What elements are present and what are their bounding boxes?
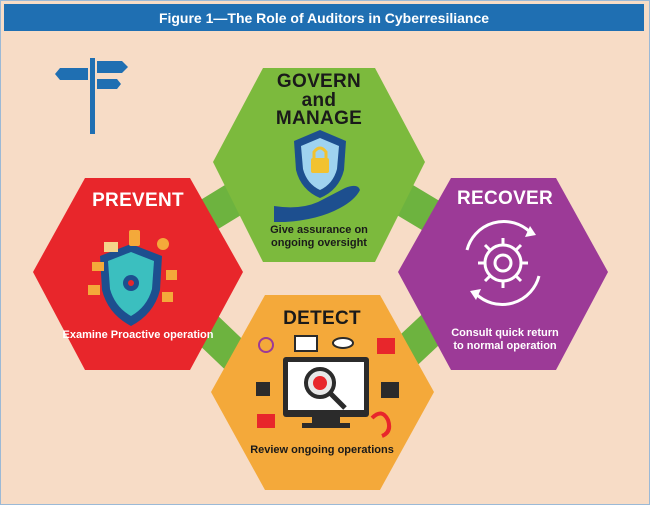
shield-icon	[88, 230, 177, 326]
govern-caption-line1: Give assurance on	[270, 224, 368, 236]
monitor-magnifier-icon	[256, 335, 399, 438]
recover-caption-line2: to normal operation	[453, 340, 557, 352]
govern-title-line3: MANAGE	[275, 108, 363, 129]
figure-title: Figure 1—The Role of Auditors in Cyberre…	[4, 4, 644, 31]
recover-caption-line1: Consult quick return	[451, 327, 559, 339]
govern-caption-line2: ongoing oversight	[271, 237, 367, 249]
prevent-caption: Examine Proactive operation	[62, 329, 214, 341]
signpost-icon	[55, 58, 128, 134]
gear-cycle-icon	[465, 220, 541, 306]
recover-hexagon	[398, 178, 608, 370]
govern-title-line1: GOVERN	[276, 71, 362, 92]
recover-title: RECOVER	[456, 188, 554, 209]
shield-lock-hand-icon	[274, 130, 360, 222]
govern-title-line2: and	[301, 90, 337, 111]
prevent-title: PREVENT	[92, 190, 184, 211]
detect-caption: Review ongoing operations	[250, 444, 394, 456]
detect-title: DETECT	[283, 308, 361, 329]
